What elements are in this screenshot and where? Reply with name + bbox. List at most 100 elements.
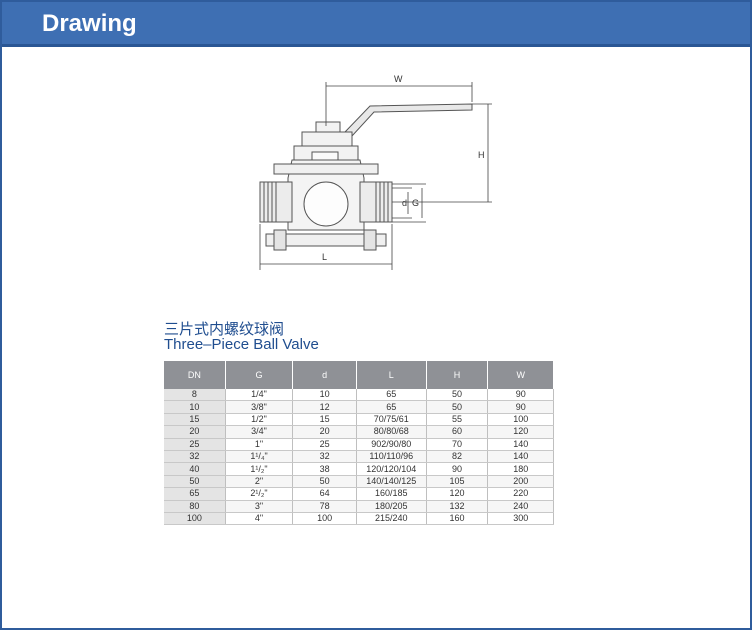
table-cell: 10	[164, 400, 226, 414]
table-cell: 65	[356, 400, 427, 414]
table-cell: 200	[487, 475, 554, 489]
table-cell: 300	[487, 512, 554, 526]
dim-l-label: L	[322, 252, 327, 262]
table-cell: 180	[487, 462, 554, 476]
table-cell: 100	[487, 413, 554, 427]
table-cell: 20	[164, 425, 226, 439]
table-cell: 1/2"	[225, 413, 294, 427]
table-cell: 120	[426, 487, 489, 501]
table-cell: 78	[292, 500, 357, 513]
handle-lever	[344, 103, 473, 137]
table-cell: 65	[164, 487, 226, 501]
table-cell: 120/120/104	[356, 462, 427, 476]
col-header-g: G	[225, 361, 294, 389]
table-cell: 50	[292, 475, 357, 489]
table-cell: 55	[426, 413, 489, 427]
table-cell: 40	[164, 462, 226, 476]
table-cell: 220	[487, 487, 554, 501]
table-cell: 1"	[225, 438, 294, 451]
table-cell: 90	[487, 389, 554, 402]
col-header-l: L	[356, 361, 427, 389]
table-cell: 20	[292, 425, 357, 439]
bolt-upper	[273, 163, 379, 175]
dim-d-label: d	[402, 198, 407, 208]
table-cell: 3/4"	[225, 425, 294, 439]
bolt-lower	[265, 233, 387, 247]
table-cell: 50	[426, 400, 489, 414]
table-cell: 32	[292, 450, 357, 464]
table-cell: 2"	[225, 475, 294, 489]
col-header-h: H	[426, 361, 489, 389]
table-cell: 160	[426, 512, 489, 526]
header-bar: Drawing	[2, 2, 750, 47]
table-cell: 140/140/125	[356, 475, 427, 489]
table-cell: 60	[426, 425, 489, 439]
table-cell: 10	[292, 389, 357, 402]
table-cell: 15	[292, 413, 357, 427]
table-cell: 140	[487, 450, 554, 464]
table-cell: 180/205	[356, 500, 427, 513]
table-cell: 100	[292, 512, 357, 526]
table-cell: 25	[164, 438, 226, 451]
table-cell: 132	[426, 500, 489, 513]
page-title: Drawing	[42, 10, 137, 37]
table-cell: 120	[487, 425, 554, 439]
product-title-cn: 三片式内螺纹球阀	[164, 320, 285, 338]
col-header-w: W	[487, 361, 554, 389]
table-cell: 100	[164, 512, 226, 526]
table-cell: 3/8"	[225, 400, 294, 414]
table-cell: 80	[164, 500, 226, 513]
table-cell: 110/110/96	[356, 450, 427, 464]
table-cell: 90	[487, 400, 554, 414]
table-cell: 70/75/61	[356, 413, 427, 427]
table-cell: 70	[426, 438, 489, 451]
table-cell: 902/90/80	[356, 438, 427, 451]
table-header-row: DN G d L H W	[164, 361, 554, 389]
table-cell: 25	[292, 438, 357, 451]
table-cell: 3"	[225, 500, 294, 513]
table-cell: 82	[426, 450, 489, 464]
table-cell: 65	[356, 389, 427, 402]
table-cell: 50	[164, 475, 226, 489]
table-cell: 50	[426, 389, 489, 402]
table-cell: 215/240	[356, 512, 427, 526]
table-cell: 38	[292, 462, 357, 476]
table-cell: 4"	[225, 512, 294, 526]
product-title-en: Three–Piece Ball Valve	[164, 336, 319, 353]
table-cell: 15	[164, 413, 226, 427]
table-cell: 140	[487, 438, 554, 451]
table-cell: 8	[164, 389, 226, 402]
table-cell: 1¹/₄"	[225, 450, 294, 464]
table-cell: 1¹/₂"	[225, 462, 294, 476]
dim-h-label: H	[478, 150, 485, 160]
table-cell: 80/80/68	[356, 425, 427, 439]
dim-g-label: G	[412, 198, 419, 208]
table-cell: 64	[292, 487, 357, 501]
table-cell: 90	[426, 462, 489, 476]
col-header-d: d	[292, 361, 357, 389]
table-cell: 2¹/₂"	[225, 487, 294, 501]
col-header-dn: DN	[164, 361, 226, 389]
table-cell: 160/185	[356, 487, 427, 501]
valve-stem	[315, 121, 341, 133]
dim-w-label: W	[394, 74, 403, 84]
table-cell: 105	[426, 475, 489, 489]
table-cell: 32	[164, 450, 226, 464]
table-cell: 240	[487, 500, 554, 513]
table-cell: 1/4"	[225, 389, 294, 402]
table-cell: 12	[292, 400, 357, 414]
